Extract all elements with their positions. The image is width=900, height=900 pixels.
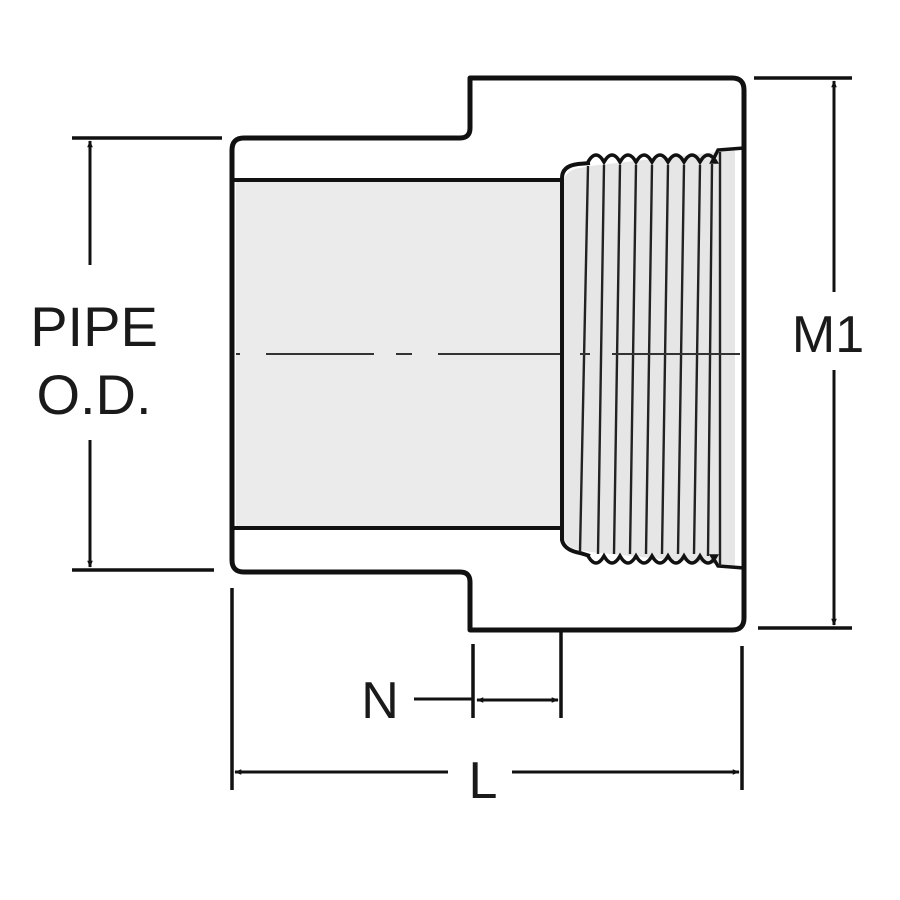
l-dimension: L — [230, 588, 744, 810]
n-label: N — [361, 672, 399, 730]
pipe-od-label-line1: PIPE — [30, 295, 158, 358]
thread-top-edge — [586, 146, 745, 166]
m1-dimension: M1 — [754, 76, 864, 630]
fitting-body — [229, 75, 747, 633]
thread-lines — [578, 152, 722, 566]
pipe-od-label-line2: O.D. — [36, 363, 151, 426]
thread-bottom-edge — [586, 552, 745, 570]
l-label: L — [469, 752, 498, 810]
thread-left-edge — [560, 161, 591, 558]
n-dimension: N — [361, 632, 563, 730]
outer-outline — [229, 75, 747, 633]
m1-label: M1 — [792, 306, 864, 364]
pipe-od-dimension: PIPE O.D. — [30, 136, 222, 572]
